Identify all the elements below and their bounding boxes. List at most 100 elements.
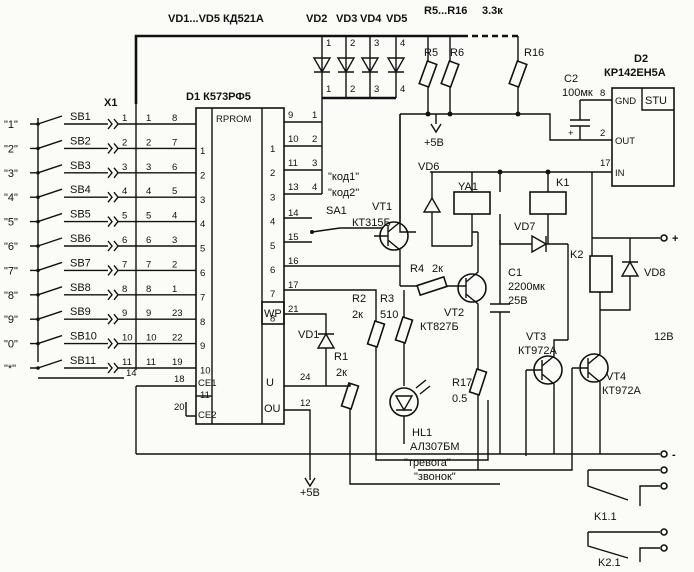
- d1-left-num: 11: [200, 390, 210, 401]
- d1-ce2: CE2: [198, 410, 216, 421]
- out-terminal-3: [660, 528, 668, 536]
- minus-terminal: [660, 450, 668, 458]
- key-switch-icon: [30, 139, 108, 150]
- x1-pin14: 14: [126, 368, 137, 379]
- d1-pin: 6: [172, 162, 177, 173]
- x1-pin-a: 1: [122, 113, 127, 124]
- d1-pin: 4: [172, 211, 177, 222]
- x1-pin-b: 1: [146, 113, 151, 124]
- u-pin24: 24: [300, 372, 311, 383]
- rp10: 10: [288, 134, 299, 145]
- d2-pin8: 8: [600, 88, 605, 99]
- key-name: SB11: [70, 355, 96, 367]
- d2-pin2: 2: [600, 128, 605, 139]
- x1-pin-b: 7: [146, 259, 151, 270]
- vt3-leads: [526, 339, 568, 454]
- k11-contact-icon: [587, 469, 660, 506]
- k2-label: K2: [570, 249, 583, 261]
- d1-left-num: 1: [200, 146, 205, 157]
- vt3-part: КТ972А: [518, 345, 557, 357]
- d1-left-num: 9: [200, 341, 205, 352]
- vt1-label: VT1: [372, 201, 392, 213]
- plus5v-bot-arrow-icon: [304, 476, 316, 488]
- key-name: SB9: [70, 306, 91, 318]
- key-symbol: "4": [4, 192, 18, 204]
- key-switch-icon: [30, 164, 108, 174]
- r2-value: 2к: [352, 309, 363, 321]
- vd1-wires: [284, 313, 327, 386]
- d1-title: RPROM: [216, 114, 251, 125]
- kod2-label: "код2": [328, 187, 359, 199]
- plus-terminal: [660, 234, 668, 242]
- key-switch-icon: [30, 310, 108, 320]
- d2-gnd: GND: [615, 96, 636, 107]
- c1-voltage: 25В: [508, 295, 528, 307]
- r5-label: R5: [424, 47, 438, 59]
- out-terminal-1: [660, 466, 668, 474]
- d1-pin: 8: [172, 113, 177, 124]
- d1-ce1: CE1: [198, 378, 216, 389]
- connector-chevron-icon: [107, 216, 119, 228]
- r3-label: R3: [380, 293, 394, 305]
- vt2-icon: [457, 273, 487, 303]
- vd3-label: VD3: [336, 13, 357, 25]
- r2-body: [366, 320, 386, 348]
- x1-pin-b: 2: [146, 137, 151, 148]
- k2-body: [589, 255, 613, 293]
- r4-label: R4: [410, 263, 424, 275]
- rp9: 9: [288, 110, 293, 121]
- sa1-label: SA1: [326, 205, 347, 217]
- r16-body: [508, 59, 528, 89]
- key-switch-icon: [30, 359, 108, 369]
- r17-body: [468, 368, 488, 396]
- vt1-part: КТ315Б: [352, 217, 391, 229]
- dp4: 4: [400, 38, 405, 49]
- d1-pin: 7: [172, 137, 177, 148]
- dp4c: 4: [312, 182, 317, 193]
- r3-value: 510: [380, 309, 398, 321]
- vd8-label: VD8: [644, 267, 665, 279]
- r3-body: [394, 316, 414, 344]
- vd8-icon: [620, 260, 640, 277]
- d1-right-num: 6: [270, 265, 275, 276]
- out-terminal-2: [660, 482, 668, 490]
- r6-body: [440, 59, 460, 89]
- ou-pin12: 12: [300, 398, 311, 409]
- key-name: SB7: [70, 257, 91, 269]
- d1-left-num: 8: [200, 317, 205, 328]
- out-terminal-4: [660, 544, 668, 552]
- x1-pin-b: 8: [146, 284, 151, 295]
- dp4b: 4: [400, 84, 405, 95]
- key-name: SB8: [70, 282, 91, 294]
- r1-value: 2к: [336, 367, 347, 379]
- r1-wire: [349, 408, 500, 485]
- d2-part: КР142ЕН5А: [604, 67, 666, 79]
- rp11: 11: [288, 158, 298, 169]
- d1-left-num: 6: [200, 268, 205, 279]
- code-outputs: [284, 98, 323, 195]
- d1-left-num: 4: [200, 219, 205, 230]
- dp1b: 1: [326, 84, 331, 95]
- connector-chevron-icon: [107, 118, 119, 130]
- diode-vd3-icon: [336, 57, 356, 74]
- zvonok-label: "звонок": [414, 471, 456, 483]
- d2-stu: STU: [645, 95, 667, 107]
- vd6-icon: [422, 196, 442, 213]
- rp16: 16: [288, 256, 299, 267]
- vd4-label: VD4: [360, 13, 382, 25]
- connector-chevron-icon: [107, 167, 119, 179]
- vd1-icon: [316, 332, 336, 349]
- x1-pin-a: 10: [122, 333, 133, 344]
- vt4-part: КТ972А: [602, 385, 641, 397]
- x1-pin-b: 6: [146, 235, 151, 246]
- rp21: 21: [288, 304, 299, 315]
- key-symbol: "1": [4, 119, 18, 131]
- connector-chevron-icon: [107, 240, 119, 252]
